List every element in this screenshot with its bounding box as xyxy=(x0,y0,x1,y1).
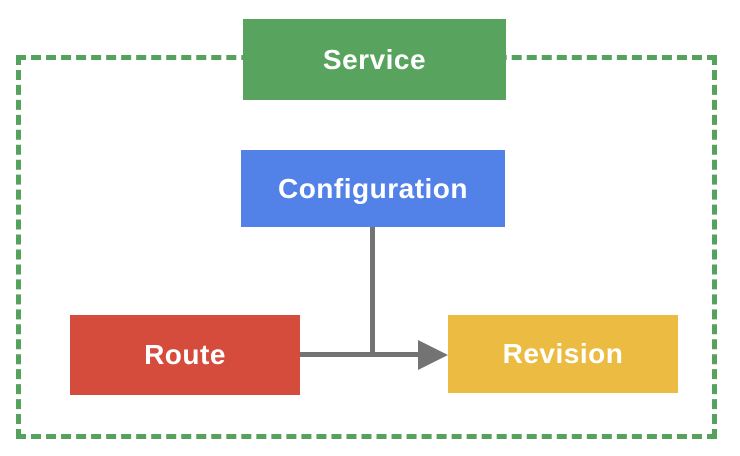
node-revision-label: Revision xyxy=(502,338,624,369)
node-revision: Revision xyxy=(448,315,678,393)
node-service-label: Service xyxy=(322,43,427,75)
connector-configuration-line xyxy=(370,227,375,357)
connector-route-revision-line xyxy=(300,352,419,357)
node-configuration-label: Configuration xyxy=(277,172,469,204)
arrow-right-icon xyxy=(418,340,448,370)
node-route-label: Route xyxy=(144,339,226,370)
node-route: Route xyxy=(70,315,300,395)
node-configuration: Configuration xyxy=(241,150,505,227)
node-service: Service xyxy=(243,19,506,100)
